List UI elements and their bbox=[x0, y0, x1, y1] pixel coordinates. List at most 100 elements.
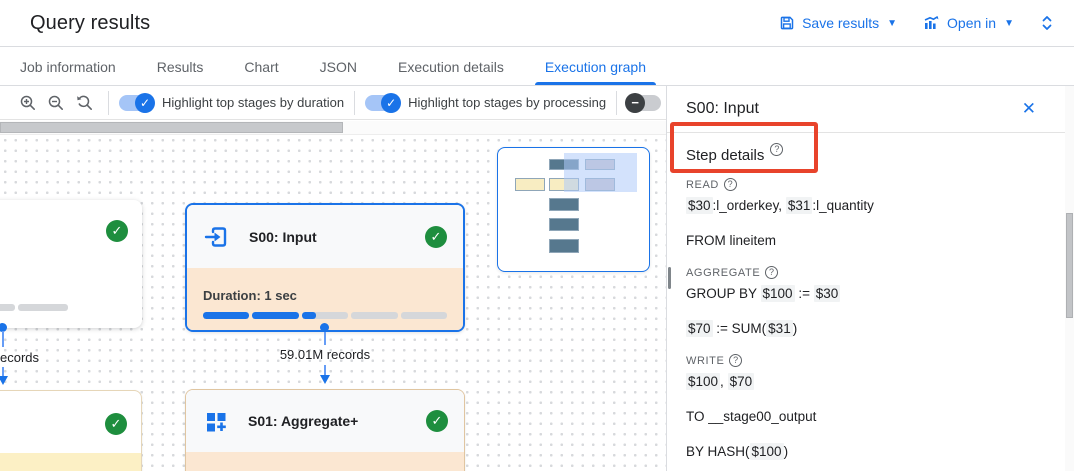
stage-card-partial-bottom[interactable]: ✓ bbox=[0, 390, 142, 471]
variable-token: $100 bbox=[686, 373, 721, 390]
stage-card-s00[interactable]: S00: Input ✓ Duration: 1 sec bbox=[185, 203, 465, 332]
detail-section-value: BY HASH($100) bbox=[686, 442, 1050, 461]
duration-bar-segment bbox=[252, 312, 299, 319]
collapse-expand-icon[interactable] bbox=[1040, 14, 1054, 32]
stage-card-header: S01: Aggregate+ ✓ bbox=[186, 390, 464, 452]
edge-record-count-partial: ecords bbox=[0, 350, 40, 365]
variable-token: $30 bbox=[686, 197, 713, 214]
chevron-down-icon: ▼ bbox=[887, 17, 898, 29]
execution-graph-pane: ✓ Highlight top stages by duration ✓ Hig… bbox=[0, 86, 666, 471]
pane-divider[interactable] bbox=[666, 86, 667, 471]
zoom-in-icon[interactable] bbox=[14, 90, 42, 116]
stage-card-s01[interactable]: S01: Aggregate+ ✓ bbox=[185, 389, 465, 471]
graph-toolbar: ✓ Highlight top stages by duration ✓ Hig… bbox=[0, 86, 666, 120]
variable-token: $31 bbox=[766, 320, 793, 337]
edge-line bbox=[2, 331, 4, 347]
edge-dot bbox=[320, 323, 329, 332]
detail-text: := bbox=[794, 286, 814, 301]
detail-label-text: READ bbox=[686, 178, 719, 191]
help-icon[interactable]: ? bbox=[765, 266, 779, 279]
variable-token: $31 bbox=[785, 197, 813, 214]
minimap-stage-rect bbox=[549, 218, 579, 231]
detail-section: AGGREGATE?GROUP BY $100 := $30 bbox=[686, 266, 1050, 303]
aggregate-stage-icon bbox=[202, 407, 230, 435]
save-results-button[interactable]: Save results ▼ bbox=[779, 15, 897, 31]
step-details-title-text: Step details bbox=[686, 147, 765, 164]
variable-token: $100 bbox=[749, 443, 784, 460]
scrollbar-thumb[interactable] bbox=[1066, 213, 1073, 318]
detail-section: $70 := SUM($31) bbox=[686, 319, 1050, 338]
toggle-duration-label: Highlight top stages by duration bbox=[162, 95, 345, 110]
edge-record-count: 59.01M records bbox=[279, 347, 371, 362]
panel-left-scrollbar[interactable] bbox=[668, 267, 671, 289]
detail-label-text: WRITE bbox=[686, 354, 725, 367]
tab-chart[interactable]: Chart bbox=[244, 58, 279, 75]
success-check-icon: ✓ bbox=[425, 225, 447, 248]
detail-text: FROM lineitem bbox=[686, 233, 777, 248]
detail-section-label: READ? bbox=[686, 178, 1050, 191]
tab-job-information[interactable]: Job information bbox=[20, 58, 116, 75]
tab-results[interactable]: Results bbox=[156, 58, 204, 75]
page-title: Query results bbox=[30, 11, 151, 34]
help-icon[interactable]: ? bbox=[729, 354, 743, 367]
stage-card-body bbox=[186, 452, 464, 471]
help-icon[interactable]: ? bbox=[723, 178, 737, 191]
variable-token: $70 bbox=[686, 320, 713, 337]
detail-section-label: WRITE? bbox=[686, 354, 1050, 367]
tab-execution-graph[interactable]: Execution graph bbox=[534, 48, 657, 85]
duration-bar-segment bbox=[18, 304, 68, 311]
help-icon[interactable]: ? bbox=[770, 143, 784, 156]
zoom-reset-icon[interactable] bbox=[70, 90, 98, 116]
detail-text: TO __stage00_output bbox=[686, 409, 817, 424]
open-in-button[interactable]: Open in ▼ bbox=[923, 15, 1014, 31]
detail-section-value: TO __stage00_output bbox=[686, 407, 1050, 426]
detail-text: ) bbox=[792, 321, 798, 336]
stage-card-partial-top[interactable]: ✓ bbox=[0, 200, 142, 328]
close-icon[interactable]: ✕ bbox=[1018, 95, 1040, 123]
variable-token: $100 bbox=[760, 285, 795, 302]
detail-text: :l_quantity bbox=[812, 198, 874, 213]
header: Query results Save results ▼ Open in ▼ bbox=[0, 0, 1074, 47]
panel-title: S00: Input bbox=[686, 100, 759, 117]
stage-title: S00: Input bbox=[249, 228, 317, 245]
graph-horizontal-scrollbar[interactable] bbox=[0, 121, 666, 135]
success-check-icon: ✓ bbox=[105, 413, 127, 435]
stage-duration-label: Duration: 1 sec bbox=[203, 288, 297, 303]
variable-token: $30 bbox=[813, 285, 841, 302]
detail-section-value: $70 := SUM($31) bbox=[686, 319, 1050, 338]
detail-text: GROUP BY bbox=[686, 286, 761, 301]
panel-vertical-scrollbar[interactable] bbox=[1065, 86, 1074, 471]
zoom-out-icon[interactable] bbox=[42, 90, 70, 116]
detail-text: , bbox=[720, 374, 728, 389]
duration-bar bbox=[203, 312, 448, 319]
scrollbar-thumb[interactable] bbox=[0, 122, 343, 133]
minimap-stage-rect bbox=[549, 239, 579, 253]
toggle-processing-label: Highlight top stages by processing bbox=[408, 95, 607, 110]
toggle-group-processing: ✓ Highlight top stages by processing bbox=[365, 92, 607, 113]
graph-canvas[interactable]: ✓ ✓ ecords S00: Input ✓ bbox=[0, 135, 666, 471]
detail-text: := SUM( bbox=[712, 321, 767, 336]
graph-minimap[interactable] bbox=[497, 147, 650, 272]
edge-arrow-icon bbox=[320, 375, 330, 384]
tab-json[interactable]: JSON bbox=[319, 58, 357, 75]
detail-section: TO __stage00_output bbox=[686, 407, 1050, 426]
toggle-group-duration: ✓ Highlight top stages by duration bbox=[119, 92, 345, 113]
toolbar-divider bbox=[354, 90, 356, 115]
stage-card-body: Duration: 1 sec bbox=[187, 268, 463, 330]
detail-section-value: $30:l_orderkey, $31:l_quantity bbox=[686, 196, 1050, 215]
third-toggle[interactable]: − bbox=[625, 92, 662, 113]
tab-execution-details[interactable]: Execution details bbox=[397, 58, 504, 75]
detail-text: BY HASH( bbox=[686, 444, 750, 459]
highlight-duration-toggle[interactable]: ✓ bbox=[119, 92, 155, 113]
toolbar-divider bbox=[108, 90, 109, 115]
minimap-viewport[interactable] bbox=[564, 153, 637, 192]
duration-bar-segment bbox=[301, 312, 349, 319]
edge-line bbox=[2, 367, 4, 376]
duration-bar bbox=[0, 304, 68, 311]
highlight-processing-toggle[interactable]: ✓ bbox=[365, 92, 402, 113]
panel-body: Step details ? READ? $30:l_orderkey, $31:… bbox=[667, 133, 1074, 461]
success-check-icon: ✓ bbox=[426, 410, 448, 432]
edge-line bbox=[324, 365, 326, 375]
stage-card-yellow-section bbox=[0, 453, 141, 471]
